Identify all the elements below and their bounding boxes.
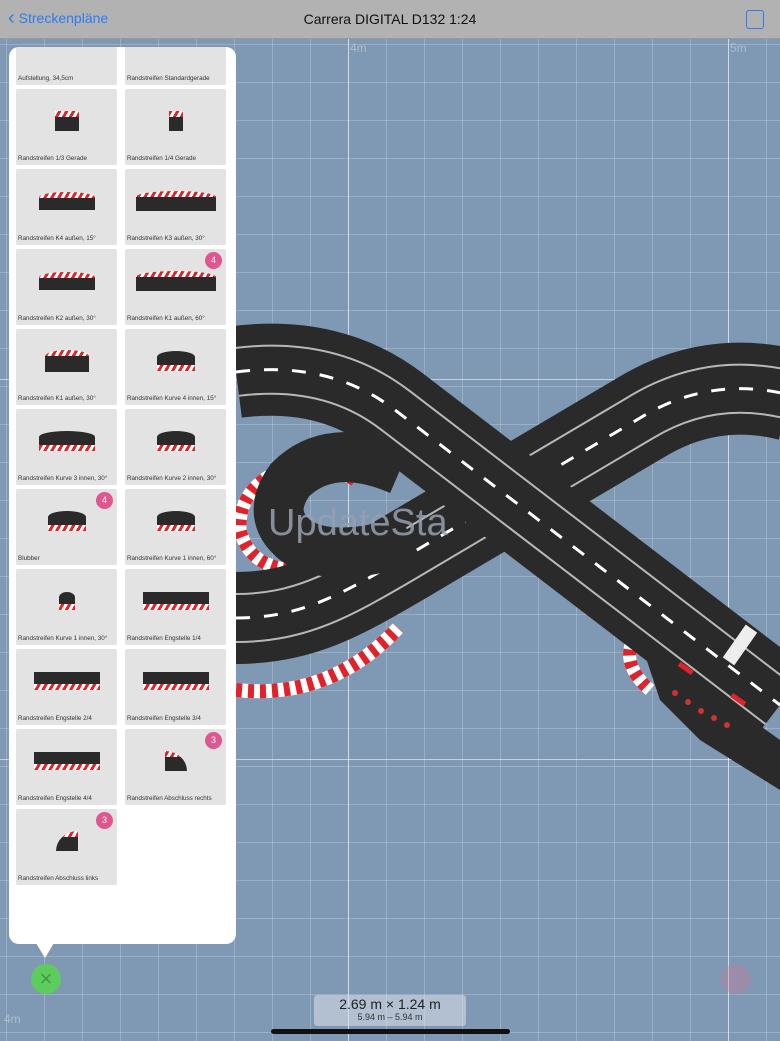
outer-curve-small-icon bbox=[44, 349, 89, 372]
palette-item-label: Randstreifen Kurve 4 innen, 15° bbox=[127, 395, 217, 402]
palette-item-label: Randstreifen Abschluss links bbox=[18, 875, 99, 882]
palette-item[interactable]: Randstreifen Engstelle 4/4 bbox=[16, 729, 117, 805]
close-icon: × bbox=[39, 966, 53, 991]
inner-curve-tiny-icon bbox=[58, 591, 75, 610]
palette-item[interactable]: Randstreifen Kurve 2 innen, 30° bbox=[125, 409, 226, 485]
dimensions-info: 2.69 m × 1.24 m 5.94 m – 5.94 m bbox=[314, 995, 466, 1026]
palette-item-label: Randstreifen K2 außen, 30° bbox=[18, 315, 96, 322]
axis-label: 5m bbox=[730, 41, 747, 55]
palette-item-label: Randstreifen K3 außen, 30° bbox=[127, 235, 205, 242]
palette-item[interactable]: Randstreifen K1 außen, 60° 4 bbox=[125, 249, 226, 325]
narrowing-icon bbox=[142, 671, 209, 690]
palette-item[interactable]: Randstreifen 1/3 Gerade bbox=[16, 89, 117, 165]
palette-item[interactable]: Blubber 4 bbox=[16, 489, 117, 565]
palette-item-label: Randstreifen Kurve 3 innen, 30° bbox=[18, 475, 108, 482]
delete-button[interactable] bbox=[721, 964, 751, 994]
outer-curve-wide-icon bbox=[135, 190, 216, 211]
inner-curve-small-icon bbox=[47, 510, 86, 531]
narrowing-icon bbox=[33, 671, 100, 690]
navigation-bar: ‹ Streckenpläne Carrera DIGITAL D132 1:2… bbox=[0, 0, 780, 39]
track-road bbox=[253, 432, 418, 578]
track-piece-palette[interactable]: Aufstellung, 34,5cm Randstreifen Standard… bbox=[9, 47, 236, 944]
axis-label: 4m bbox=[350, 41, 367, 55]
outer-curve-icon bbox=[38, 271, 95, 290]
palette-item[interactable]: Randstreifen Kurve 4 innen, 15° bbox=[125, 329, 226, 405]
narrowing-icon bbox=[33, 751, 100, 770]
palette-item[interactable]: Randstreifen Kurve 3 innen, 30° bbox=[16, 409, 117, 485]
home-indicator[interactable] bbox=[271, 1029, 510, 1034]
palette-item-label: Randstreifen Engstelle 4/4 bbox=[18, 795, 92, 802]
popover-arrow bbox=[36, 943, 54, 958]
palette-item[interactable]: Randstreifen 1/4 Gerade bbox=[125, 89, 226, 165]
chevron-left-icon: ‹ bbox=[8, 7, 15, 29]
count-badge: 3 bbox=[96, 812, 113, 829]
palette-item[interactable]: Randstreifen Standardgerade bbox=[125, 47, 226, 85]
end-right-icon bbox=[164, 750, 187, 771]
palette-item[interactable]: Randstreifen K3 außen, 30° bbox=[125, 169, 226, 245]
palette-item-label: Randstreifen Engstelle 2/4 bbox=[18, 715, 92, 722]
inner-curve-icon bbox=[38, 430, 95, 451]
straight-short-icon bbox=[54, 110, 79, 131]
palette-item[interactable]: Randstreifen Kurve 1 innen, 30° bbox=[16, 569, 117, 645]
palette-item-label: Randstreifen 1/3 Gerade bbox=[18, 155, 87, 162]
track-road bbox=[230, 323, 780, 742]
palette-item-label: Randstreifen Engstelle 3/4 bbox=[127, 715, 201, 722]
palette-item[interactable]: Randstreifen Engstelle 1/4 bbox=[125, 569, 226, 645]
back-label: Streckenpläne bbox=[18, 10, 109, 26]
palette-item[interactable]: Randstreifen K1 außen, 30° bbox=[16, 329, 117, 405]
start-finish-section bbox=[640, 624, 780, 790]
palette-item[interactable]: Aufstellung, 34,5cm bbox=[16, 47, 117, 85]
straight-tiny-icon bbox=[168, 110, 183, 131]
palette-item-label: Randstreifen K1 außen, 60° bbox=[127, 315, 205, 322]
track-length-range: 5.94 m – 5.94 m bbox=[357, 1012, 423, 1022]
palette-item-label: Aufstellung, 34,5cm bbox=[18, 75, 74, 82]
palette-item[interactable]: Randstreifen Kurve 1 innen, 60° bbox=[125, 489, 226, 565]
palette-item-label: Blubber bbox=[18, 555, 40, 562]
watermark-text: UpdateSta bbox=[268, 502, 448, 544]
axis-label: 4m bbox=[4, 1012, 21, 1026]
inner-curve-small-icon bbox=[156, 510, 195, 531]
outer-curve-icon bbox=[38, 191, 95, 210]
palette-item-label: Randstreifen Kurve 1 innen, 60° bbox=[127, 555, 217, 562]
palette-item-label: Randstreifen Engstelle 1/4 bbox=[127, 635, 201, 642]
back-button[interactable]: ‹ Streckenpläne bbox=[8, 7, 109, 29]
palette-item[interactable]: Randstreifen Engstelle 3/4 bbox=[125, 649, 226, 725]
palette-item[interactable]: Randstreifen Abschluss links 3 bbox=[16, 809, 117, 885]
inner-curve-small-icon bbox=[156, 350, 195, 371]
palette-item[interactable]: Randstreifen Engstelle 2/4 bbox=[16, 649, 117, 725]
count-badge: 3 bbox=[205, 732, 222, 749]
outer-curve-wide-icon bbox=[135, 270, 216, 291]
palette-item[interactable]: Randstreifen K2 außen, 30° bbox=[16, 249, 117, 325]
close-palette-button[interactable]: × bbox=[31, 964, 61, 994]
count-badge: 4 bbox=[205, 252, 222, 269]
palette-item-label: Randstreifen K1 außen, 30° bbox=[18, 395, 96, 402]
palette-item[interactable]: Randstreifen K4 außen, 15° bbox=[16, 169, 117, 245]
end-left-icon bbox=[55, 830, 78, 851]
palette-item-label: Randstreifen Abschluss rechts bbox=[127, 795, 212, 802]
palette-item-label: Randstreifen Kurve 2 innen, 30° bbox=[127, 475, 217, 482]
narrowing-icon bbox=[142, 591, 209, 610]
page-title: Carrera DIGITAL D132 1:24 bbox=[303, 11, 477, 27]
sliders-icon[interactable] bbox=[746, 10, 764, 29]
inner-curve-small-icon bbox=[156, 430, 195, 451]
palette-item-label: Randstreifen K4 außen, 15° bbox=[18, 235, 96, 242]
track-dimensions: 2.69 m × 1.24 m bbox=[339, 996, 441, 1012]
count-badge: 4 bbox=[96, 492, 113, 509]
palette-item-label: Randstreifen 1/4 Gerade bbox=[127, 155, 196, 162]
palette-item-label: Randstreifen Standardgerade bbox=[127, 75, 210, 82]
palette-item[interactable]: Randstreifen Abschluss rechts 3 bbox=[125, 729, 226, 805]
palette-item-label: Randstreifen Kurve 1 innen, 30° bbox=[18, 635, 108, 642]
